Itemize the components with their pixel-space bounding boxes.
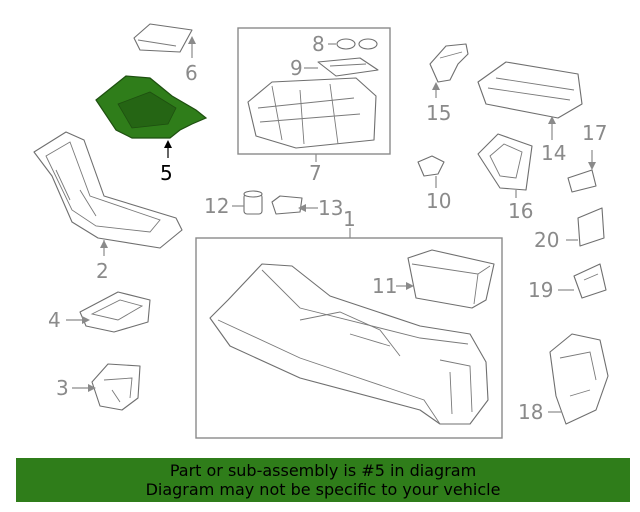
- arrow-6: [188, 36, 196, 44]
- part-3-bracket[interactable]: [91, 363, 141, 411]
- part-12-cup[interactable]: [243, 190, 263, 215]
- part-5-panel[interactable]: [95, 75, 208, 139]
- part-6-lid[interactable]: [133, 23, 193, 53]
- part-11-bin[interactable]: [407, 249, 495, 309]
- callout-20: 20: [534, 228, 559, 252]
- part-1-console-body[interactable]: [209, 263, 489, 425]
- callout-15: 15: [426, 101, 451, 125]
- callout-13: 13: [318, 196, 343, 220]
- part-9-plate[interactable]: [317, 57, 379, 77]
- callout-4: 4: [48, 308, 61, 332]
- callout-6: 6: [185, 61, 198, 85]
- callout-18: 18: [518, 400, 543, 424]
- arrow-11: [406, 282, 414, 290]
- part-20-plate[interactable]: [577, 207, 605, 247]
- callout-7: 7: [309, 161, 322, 185]
- callout-17: 17: [582, 121, 607, 145]
- callout-10: 10: [426, 189, 451, 213]
- callout-1: 1: [343, 207, 356, 231]
- part-14-armrest-lid[interactable]: [477, 61, 583, 119]
- callout-14: 14: [541, 141, 566, 165]
- part-8-seals[interactable]: [336, 38, 378, 50]
- arrow-14: [548, 116, 556, 124]
- part-2-console-trim[interactable]: [33, 131, 183, 249]
- arrow-17: [588, 162, 596, 170]
- part-7-mechanism[interactable]: [247, 77, 377, 149]
- part-16-bezel[interactable]: [477, 133, 533, 191]
- arrow-5: [164, 140, 172, 148]
- info-banner: Part or sub-assembly is #5 in diagram Di…: [16, 458, 630, 502]
- arrow-2: [100, 240, 108, 248]
- callout-19: 19: [528, 278, 553, 302]
- callout-16: 16: [508, 199, 533, 223]
- box-7-frame: [237, 27, 391, 155]
- callout-3: 3: [56, 376, 69, 400]
- callout-12: 12: [204, 194, 229, 218]
- part-15-cover[interactable]: [429, 43, 469, 83]
- callout-11: 11: [372, 274, 397, 298]
- callout-5: 5: [160, 161, 173, 185]
- part-18-panel[interactable]: [549, 333, 609, 425]
- box-1-frame: [195, 237, 503, 439]
- parts-diagram: 6 5 2 4 3 8 9: [33, 23, 609, 439]
- callout-2: 2: [96, 259, 109, 283]
- part-4-tray[interactable]: [79, 291, 151, 333]
- part-17-socket[interactable]: [567, 169, 597, 193]
- part-10-switch[interactable]: [417, 155, 445, 177]
- banner-line-1: Part or sub-assembly is #5 in diagram: [169, 461, 477, 480]
- arrow-4: [82, 316, 90, 324]
- part-13-clip[interactable]: [271, 195, 303, 215]
- banner-line-2: Diagram may not be specific to your vehi…: [145, 480, 501, 499]
- callout-9: 9: [290, 56, 303, 80]
- callout-8: 8: [312, 32, 325, 56]
- arrow-13: [298, 204, 306, 212]
- part-19-bracket[interactable]: [573, 263, 607, 299]
- arrow-3: [88, 384, 96, 392]
- arrow-15: [432, 82, 440, 90]
